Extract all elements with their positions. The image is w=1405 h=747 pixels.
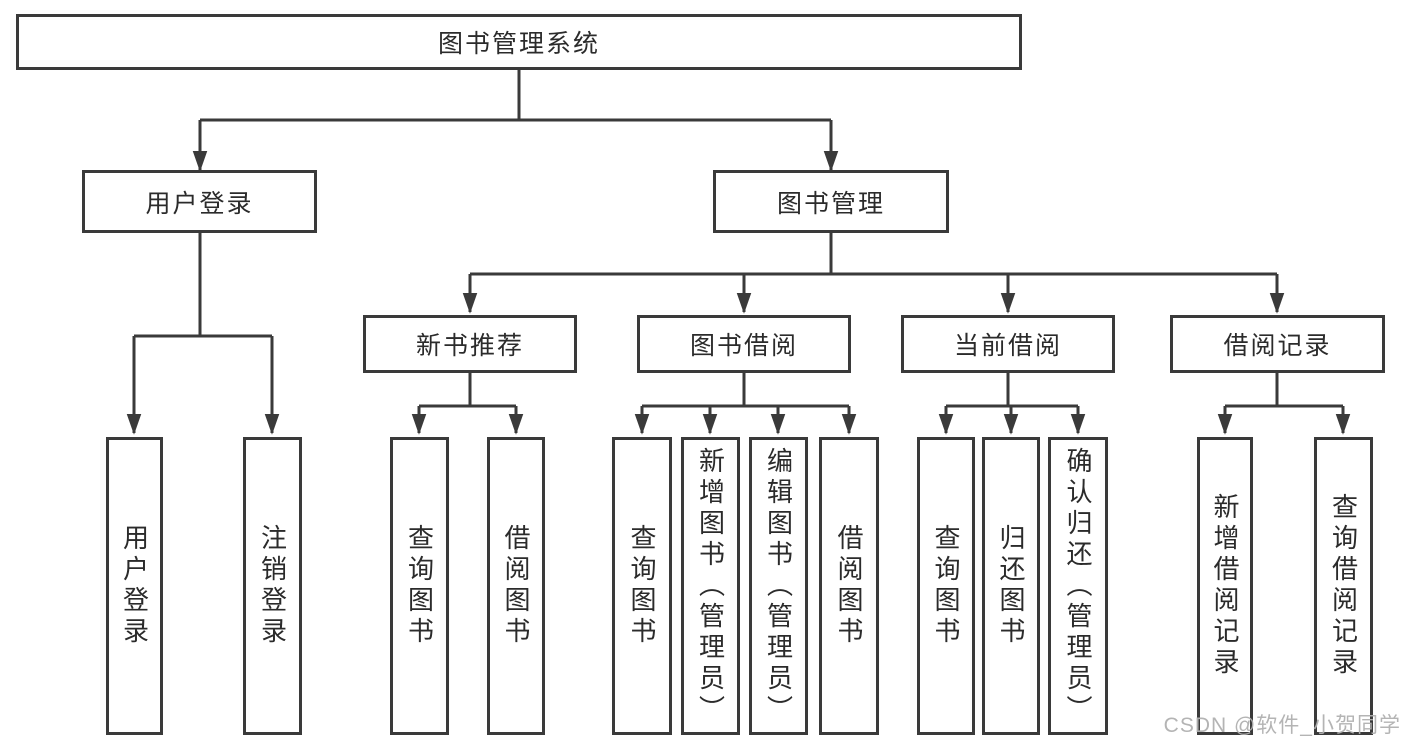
- node-borrow-records: 借阅记录: [1170, 315, 1385, 373]
- leaf-query-books-recommend: 查询图书: [390, 437, 449, 735]
- leaf-query-books-recommend-label: 查询图书: [404, 524, 435, 648]
- leaf-user-login-label: 用户登录: [119, 524, 150, 648]
- leaf-borrow-book: 借阅图书: [819, 437, 879, 735]
- node-book-management-label: 图书管理: [776, 189, 885, 218]
- leaf-query-books-current: 查询图书: [917, 437, 975, 735]
- node-book-management-module: 图书管理: [713, 170, 949, 233]
- leaf-add-book-admin: 新增图书（管理员）: [681, 437, 740, 735]
- leaf-confirm-return-admin: 确认归还（管理员）: [1048, 437, 1108, 735]
- leaf-return-book-label: 归还图书: [996, 524, 1026, 648]
- leaf-add-book-admin-label: 新增图书（管理员）: [695, 446, 726, 726]
- node-new-book-recommend-label: 新书推荐: [415, 332, 524, 360]
- node-current-borrow-label: 当前借阅: [953, 332, 1062, 360]
- leaf-edit-book-admin: 编辑图书（管理员）: [749, 437, 808, 735]
- leaf-borrow-book-label: 借阅图书: [834, 524, 864, 648]
- csdn-watermark: CSDN @软件_小贺同学: [1163, 714, 1401, 737]
- leaf-confirm-return-admin-label: 确认归还（管理员）: [1063, 446, 1093, 726]
- leaf-query-books-borrow-label: 查询图书: [627, 524, 657, 648]
- node-borrow-records-label: 借阅记录: [1223, 332, 1332, 360]
- leaf-query-books-current-label: 查询图书: [931, 524, 961, 648]
- leaf-add-borrow-record: 新增借阅记录: [1197, 437, 1253, 735]
- leaf-borrow-book-recommend-label: 借阅图书: [501, 524, 531, 648]
- node-new-book-recommend: 新书推荐: [363, 315, 577, 373]
- leaf-return-book: 归还图书: [982, 437, 1040, 735]
- node-book-borrow-label: 图书借阅: [689, 332, 798, 360]
- leaf-query-books-borrow: 查询图书: [612, 437, 672, 735]
- leaf-add-borrow-record-label: 新增借阅记录: [1210, 493, 1240, 679]
- node-root-label: 图书管理系统: [437, 30, 600, 58]
- leaf-edit-book-admin-label: 编辑图书（管理员）: [763, 446, 794, 726]
- node-user-login-module: 用户登录: [82, 170, 317, 233]
- node-current-borrow: 当前借阅: [901, 315, 1115, 373]
- node-book-borrow: 图书借阅: [637, 315, 851, 373]
- leaf-logout: 注销登录: [243, 437, 302, 735]
- node-user-login-label: 用户登录: [145, 189, 254, 218]
- leaf-borrow-book-recommend: 借阅图书: [487, 437, 545, 735]
- leaf-query-borrow-record-label: 查询借阅记录: [1328, 493, 1359, 679]
- leaf-logout-label: 注销登录: [257, 524, 288, 648]
- leaf-query-borrow-record: 查询借阅记录: [1314, 437, 1373, 735]
- node-root-system: 图书管理系统: [16, 14, 1022, 70]
- leaf-user-login: 用户登录: [106, 437, 163, 735]
